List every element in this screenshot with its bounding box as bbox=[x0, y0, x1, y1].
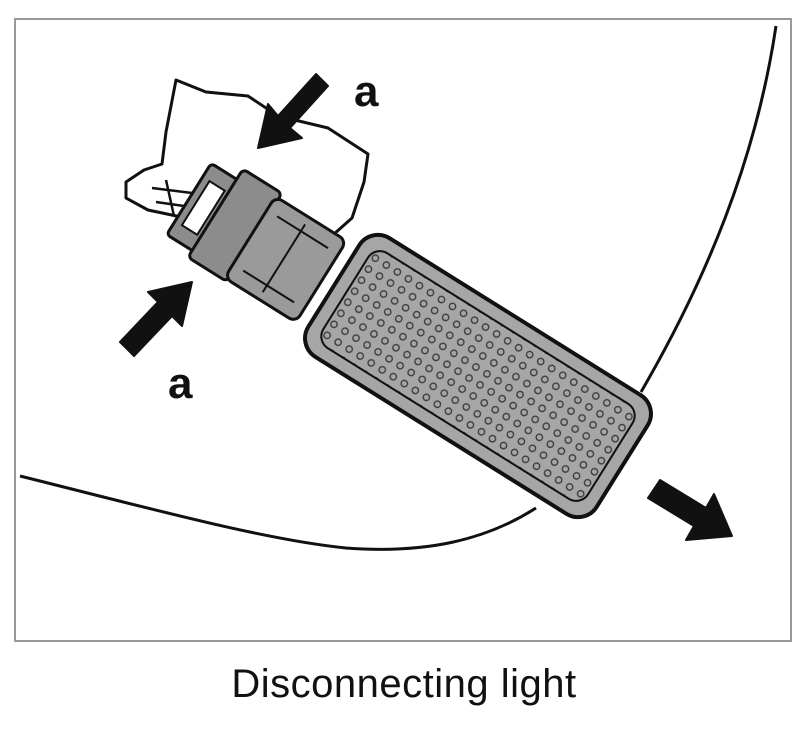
press-arrow-icon bbox=[257, 73, 329, 149]
figure-frame: a a bbox=[14, 18, 792, 642]
light-connector bbox=[166, 163, 346, 321]
interior-light bbox=[303, 232, 653, 520]
trim-panel-bottom-edge bbox=[19, 474, 537, 551]
illustration bbox=[19, 25, 778, 551]
arrow-label-a-lower: a bbox=[168, 359, 193, 408]
arrow-label-a-upper: a bbox=[354, 67, 379, 116]
figure-caption: Disconnecting light bbox=[231, 662, 577, 706]
pull-out-arrow-icon bbox=[647, 479, 733, 541]
press-arrow-icon bbox=[119, 281, 193, 357]
trim-panel-right-edge bbox=[639, 25, 778, 393]
